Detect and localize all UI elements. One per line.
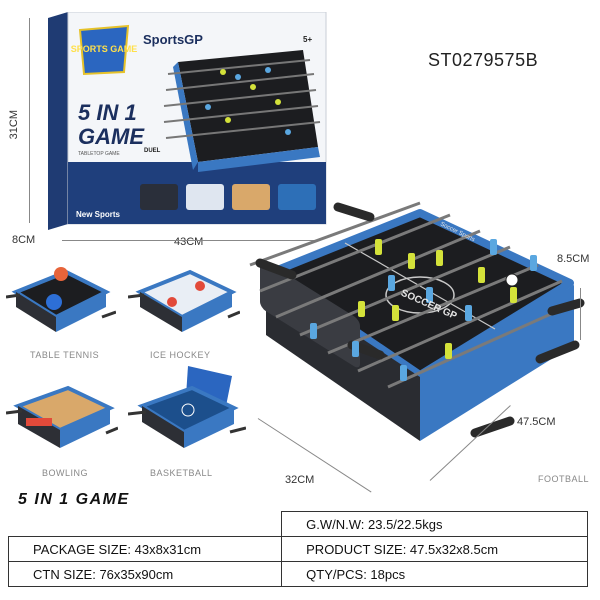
package-box: SPORTS GAME SportsGP 5+ 5 IN 1 GAME TABL… — [48, 12, 327, 230]
product-height-label: 8.5CM — [557, 253, 590, 265]
spec-ctn-size: CTN SIZE: 76x35x90cm — [7, 561, 283, 587]
spec-gw-nw: G.W/N.W: 23.5/22.5kgs — [281, 511, 588, 537]
box-depth-label: 8CM — [12, 234, 36, 246]
box-brand: SportsGP — [143, 32, 203, 47]
spec-qty-pcs: QTY/PCS: 18pcs — [281, 561, 588, 587]
sku-code: ST0279575B — [428, 50, 539, 70]
box-width-label: 43CM — [174, 236, 204, 248]
box-width-line — [62, 240, 317, 241]
label-ice-hockey: ICE HOCKEY — [150, 350, 211, 360]
box-new-label: New Sports — [76, 210, 121, 219]
foosball-table-image: SOCCER GP Soccer Sports — [249, 201, 585, 441]
box-title-line2: GAME — [78, 124, 145, 149]
table-tennis-image — [6, 267, 116, 332]
box-height-line — [29, 18, 30, 223]
bowling-image — [6, 385, 118, 448]
product-width-label: 32CM — [285, 474, 315, 486]
box-badge: DUEL — [144, 148, 161, 154]
box-title-line1: 5 IN 1 — [78, 100, 137, 125]
label-bowling: BOWLING — [42, 468, 89, 478]
product-heading: 5 IN 1 GAME — [18, 491, 130, 508]
label-table-tennis: TABLE TENNIS — [30, 350, 100, 360]
box-age: 5+ — [303, 35, 312, 44]
spec-table: G.W/N.W: 23.5/22.5kgs PACKAGE SIZE: 43x8… — [7, 511, 588, 587]
product-length-label: 47.5CM — [517, 416, 556, 428]
ice-hockey-image — [128, 269, 240, 332]
box-subtitle: TABLETOP GAME — [78, 151, 120, 157]
label-football: FOOTBALL — [538, 474, 590, 484]
label-basketball: BASKETBALL — [150, 468, 213, 478]
product-height-line — [580, 288, 581, 340]
box-height-label: 31CM — [8, 110, 20, 140]
spec-product-size: PRODUCT SIZE: 47.5x32x8.5cm — [281, 536, 588, 562]
spec-package-size: PACKAGE SIZE: 43x8x31cm — [7, 536, 283, 562]
spec-blank-cell — [8, 511, 283, 537]
box-logo-text: SPORTS GAME — [71, 44, 138, 54]
basketball-image — [128, 366, 246, 448]
